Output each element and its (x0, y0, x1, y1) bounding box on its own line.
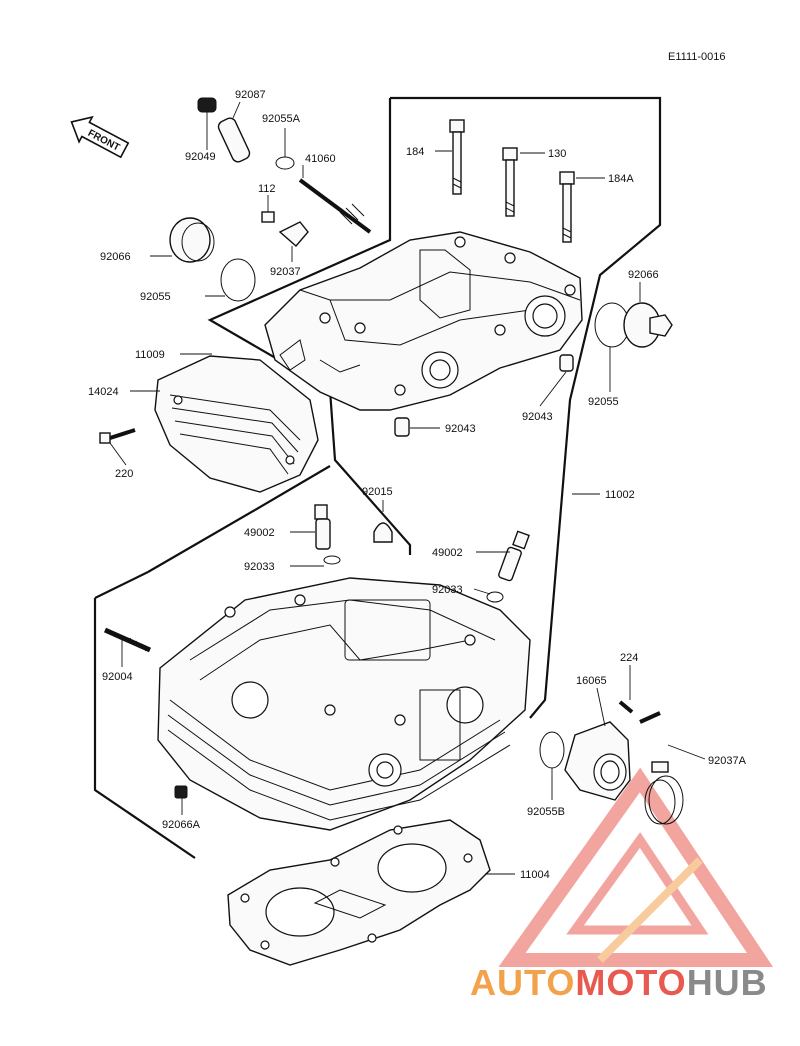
leader-lines (109, 101, 706, 875)
dowel-right (559, 354, 574, 372)
label-11002: 11002 (605, 489, 635, 501)
label-49002-left: 49002 (244, 527, 275, 539)
label-49002-right: 49002 (432, 547, 463, 559)
plug-92066A (174, 785, 188, 799)
valve-right (486, 530, 530, 603)
label-92043-left: 92043 (445, 423, 476, 435)
watermark-moto: MOTO (575, 962, 687, 1003)
cylinder-head (157, 577, 531, 831)
bolt-220 (99, 428, 136, 444)
label-11004: 11004 (520, 869, 550, 881)
label-92055-left: 92055 (140, 291, 171, 303)
cam-cover (154, 355, 319, 493)
lower-boundary-top3 (254, 465, 331, 511)
label-92015: 92015 (362, 486, 393, 498)
label-184A: 184A (608, 173, 634, 185)
lower-assembly-boundary (93, 598, 196, 859)
upper-assembly-boundary (390, 96, 662, 719)
clamp-92037A (644, 761, 684, 825)
watermark-wordmark: AUTOMOTOHUB (470, 962, 768, 1004)
label-224: 224 (620, 652, 638, 664)
valve-left (314, 504, 341, 565)
watermark-auto: AUTO (470, 962, 576, 1003)
label-92055-right: 92055 (588, 396, 619, 408)
cap-left (169, 217, 256, 302)
label-92087: 92087 (235, 89, 266, 101)
reference-code: E1111-0016 (668, 51, 726, 63)
label-184: 184 (406, 146, 424, 158)
label-130: 130 (548, 148, 566, 160)
label-92055B: 92055B (527, 806, 565, 818)
cap-right (594, 302, 673, 348)
lower-boundary-top (94, 571, 149, 599)
label-11009: 11009 (135, 349, 165, 361)
label-92004: 92004 (102, 671, 133, 683)
bolt-184 (449, 119, 465, 195)
intake-holder (539, 721, 631, 801)
label-41060: 41060 (305, 153, 336, 165)
label-92037: 92037 (270, 266, 301, 278)
bolt-130 (502, 147, 518, 217)
lower-boundary-top2 (147, 509, 256, 573)
label-92049: 92049 (185, 151, 216, 163)
bolt-184A (559, 171, 575, 243)
screws-224 (618, 700, 661, 724)
label-92037A: 92037A (708, 755, 747, 767)
label-92066A: 92066A (162, 819, 201, 831)
label-92066-left: 92066 (100, 251, 131, 263)
label-92033-left: 92033 (244, 561, 275, 573)
label-92055A: 92055A (262, 113, 301, 125)
label-16065: 16065 (576, 675, 607, 687)
cap-nut (373, 522, 393, 543)
watermark-hub: HUB (686, 962, 768, 1003)
label-112: 112 (258, 183, 276, 195)
rocker-case (264, 231, 583, 411)
label-92043-right: 92043 (522, 411, 553, 423)
watermark-logo (498, 767, 774, 967)
stud-92004 (103, 627, 152, 653)
label-92066-right: 92066 (628, 269, 659, 281)
label-220: 220 (115, 468, 133, 480)
dowel-left (394, 417, 410, 437)
label-14024: 14024 (88, 386, 119, 398)
head-gasket (227, 819, 491, 966)
front-arrow: FRONT (70, 115, 130, 159)
label-92033-right: 92033 (432, 584, 463, 596)
tach-drive-parts (197, 97, 372, 247)
